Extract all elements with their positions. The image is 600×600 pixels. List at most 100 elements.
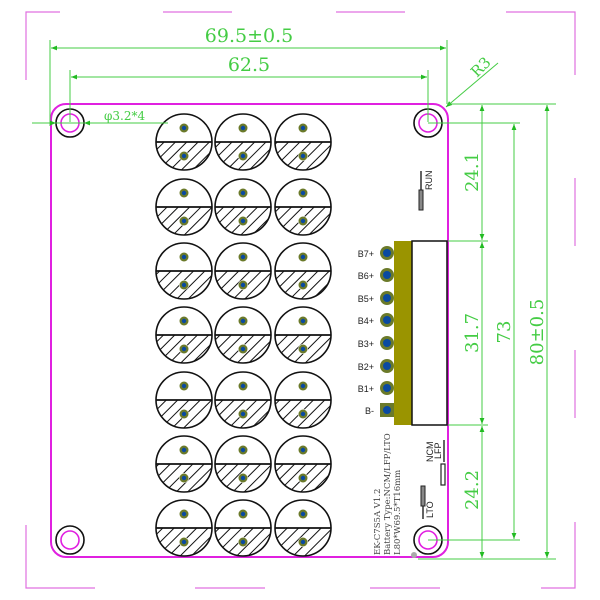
- pad-icon: [298, 473, 308, 483]
- pad-icon: [238, 381, 248, 391]
- connector-pin: B1+: [358, 381, 394, 395]
- cell-footprint: [214, 178, 272, 236]
- pad-icon: [179, 344, 189, 354]
- connector-pin: B4+: [358, 313, 394, 327]
- pad-icon: [179, 280, 189, 290]
- cell-footprint: [214, 435, 272, 493]
- dim-hole-spacing-width: 62.5: [228, 54, 270, 76]
- pad-icon: [298, 123, 308, 133]
- board-outline: [50, 103, 449, 558]
- connector-pin: B-: [365, 403, 394, 417]
- cell-footprint: [274, 435, 332, 493]
- dimension-labels: 69.5±0.5 62.5 φ3.2*4 R3 24.1 31.7 24.2 7…: [104, 25, 548, 510]
- cell-footprint: [274, 371, 332, 429]
- pad-icon: [298, 216, 308, 226]
- pad-icon: [179, 252, 189, 262]
- pad-icon: [298, 509, 308, 519]
- pin-label: B3+: [358, 339, 374, 349]
- dim-corner-radius: R3: [467, 53, 494, 80]
- board-info: EK-C7S5A V1.2 Battery Type:NCM/LFP/LTO L…: [373, 433, 417, 558]
- pad-icon: [179, 381, 189, 391]
- size-label: L80*W69.5*T16mm: [393, 470, 403, 555]
- balance-connector: B7+ B6+ B5+ B4+ B3+ B2+ B1+ B-: [358, 240, 448, 426]
- connector-pin: B3+: [358, 336, 394, 350]
- lfp-label: LFP: [433, 442, 443, 459]
- cell-footprint: [155, 435, 213, 493]
- pad-icon: [298, 445, 308, 455]
- pad-icon: [298, 188, 308, 198]
- pad-icon: [238, 252, 248, 262]
- pad-icon: [238, 409, 248, 419]
- balance-cell-grid: [155, 113, 332, 557]
- cell-footprint: [274, 113, 332, 171]
- pad-icon: [238, 316, 248, 326]
- pad-icon: [298, 381, 308, 391]
- pad-icon: [179, 409, 189, 419]
- pad-icon: [298, 151, 308, 161]
- pad-icon: [179, 473, 189, 483]
- pad-icon: [179, 123, 189, 133]
- mounting-holes: [55, 108, 443, 555]
- connector-pin: B5+: [358, 291, 394, 305]
- cell-footprint: [274, 178, 332, 236]
- run-led: RUN: [418, 171, 434, 211]
- pad-icon: [179, 316, 189, 326]
- dim-overall-height: 80±0.5: [527, 299, 548, 366]
- cell-footprint: [155, 242, 213, 300]
- pin-label: B4+: [358, 316, 374, 326]
- cell-footprint: [214, 242, 272, 300]
- pad-icon: [238, 509, 248, 519]
- cell-footprint: [155, 113, 213, 171]
- cell-footprint: [214, 306, 272, 364]
- mounting-hole-bottom-left: [55, 525, 85, 555]
- model-label: EK-C7S5A V1.2: [373, 489, 383, 555]
- pin-label: B7+: [358, 249, 374, 259]
- pin-label: B1+: [358, 384, 374, 394]
- pad-icon: [238, 216, 248, 226]
- cell-footprint: [155, 371, 213, 429]
- dim-connector-to-bottom: 24.2: [462, 470, 483, 510]
- pad-icon: [238, 188, 248, 198]
- cell-footprint: [155, 178, 213, 236]
- dim-hole-diameter: φ3.2*4: [104, 109, 145, 123]
- pad-icon: [298, 280, 308, 290]
- dim-top-to-connector: 24.1: [462, 152, 483, 192]
- dim-overall-width: 69.5±0.5: [205, 25, 293, 47]
- cell-footprint: [274, 306, 332, 364]
- pin-label: B-: [365, 406, 374, 416]
- pad-icon: [238, 537, 248, 547]
- connector-pin: B2+: [358, 359, 394, 373]
- cell-footprint: [214, 371, 272, 429]
- pad-icon: [179, 445, 189, 455]
- battery-type-label: Battery Type:NCM/LFP/LTO: [383, 433, 393, 555]
- pad-icon: [238, 280, 248, 290]
- cell-footprint: [274, 499, 332, 557]
- pad-icon: [179, 188, 189, 198]
- pad-icon: [298, 409, 308, 419]
- pad-icon: [238, 445, 248, 455]
- chemistry-jumpers: NCM LFP LTO: [420, 440, 446, 519]
- pad-icon: [179, 216, 189, 226]
- cell-footprint: [155, 306, 213, 364]
- dim-hole-spacing-height: 73: [494, 321, 515, 344]
- pad-icon: [298, 344, 308, 354]
- pad-icon: [238, 151, 248, 161]
- connector-pin: B7+: [358, 246, 394, 260]
- pin-label: B5+: [358, 294, 374, 304]
- dim-connector-length: 31.7: [462, 313, 483, 353]
- pad-icon: [298, 316, 308, 326]
- pad-icon: [179, 509, 189, 519]
- pin-label: B2+: [358, 362, 374, 372]
- pin-label: B6+: [358, 271, 374, 281]
- frame-marks: [25, 11, 576, 589]
- pad-icon: [238, 123, 248, 133]
- pad-icon: [179, 151, 189, 161]
- cell-footprint: [214, 499, 272, 557]
- dimension-lines: [32, 40, 556, 560]
- pad-icon: [238, 473, 248, 483]
- pad-icon: [298, 537, 308, 547]
- connector-pin: B6+: [358, 268, 394, 282]
- pad-icon: [238, 344, 248, 354]
- lto-label: LTO: [425, 501, 435, 518]
